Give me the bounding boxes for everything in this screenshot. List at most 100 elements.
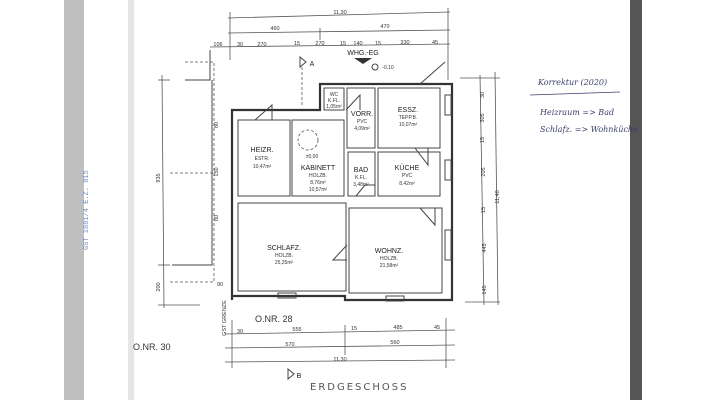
dimension-label: 560 [390, 340, 399, 346]
room-name: KÜCHE [395, 164, 420, 172]
room-area: 1,05m² [326, 104, 342, 110]
dimension-label: 485 [393, 325, 402, 331]
scan-fold-line [128, 0, 134, 400]
dimension-label: 30 [237, 329, 243, 335]
floor-title: ERDGESCHOSS [310, 382, 408, 393]
right-dimensions: 30 305 15 205 15 445 145 11,40 [460, 71, 501, 306]
note-line: Korrektur (2020) [537, 78, 607, 87]
dim-top-detail: 330 [400, 40, 409, 46]
room-floor: PVC [357, 119, 368, 125]
left-annex: 935 200 80 150 80 90 [156, 50, 223, 309]
dimension-label: 305 [480, 113, 486, 122]
level-label: ±0,00 [306, 154, 319, 160]
room-floor: K.FL. [328, 98, 340, 104]
dim-top-detail: 30 [237, 42, 243, 48]
boundary-note: GST GRENZE [222, 300, 228, 336]
dim-top-split: 470 [380, 24, 389, 30]
handwritten-notes: Korrektur (2020) Heizraum => Bad Schlafz… [529, 78, 638, 134]
room-area: 3,48m² [353, 182, 369, 188]
dimension-label: 205 [481, 167, 487, 176]
dim-top-detail: 140 [353, 41, 362, 47]
entrance-arrow-icon [354, 58, 372, 64]
note-line: Heizraum => Bad [539, 108, 614, 117]
room-name: SCHLAFZ. [267, 245, 301, 252]
dim-left: 80 [214, 122, 220, 128]
unit-label: WHG.-EG [347, 50, 379, 57]
dimension-label: 11,40 [495, 190, 501, 203]
dimension-label: 15 [351, 326, 357, 332]
room-heizr: HEIZR. ESTR. 10,47m² [251, 147, 274, 170]
room-name: ESSZ. [398, 107, 418, 114]
room-area: 8,76m² [310, 180, 326, 186]
section-a-label: A [310, 61, 315, 68]
room-kabinett: ±0,00 KABINETT HOLZB. 8,76m² 10,57m² [301, 154, 336, 193]
building-walls [230, 61, 454, 302]
dim-left: 935 [156, 173, 162, 182]
room-floor: TEPP.B. [399, 115, 418, 121]
neighbor-left-label: O.NR. 30 [133, 342, 171, 352]
dimension-label: 570 [285, 342, 294, 348]
level-marker-icon [371, 63, 379, 71]
neighbor-right-label: O.NR. 28 [255, 314, 293, 324]
parcel-note: GST 1881/4 E.Z. 815 [83, 170, 91, 250]
section-a-marker-icon [299, 55, 307, 69]
room-floor: K.FL. [355, 175, 367, 181]
room-wohnz: WOHNZ. HOLZB. 21,58m² [375, 248, 403, 269]
room-bad: BAD K.FL. 3,48m² [353, 167, 369, 188]
scan-edge-right [630, 0, 642, 400]
dim-top-split: 460 [270, 26, 279, 32]
dim-top-detail: 270 [257, 42, 266, 48]
dim-top-detail: 15 [294, 41, 300, 47]
dimension-label: 15 [481, 207, 487, 213]
level-label: -0,10 [382, 65, 394, 71]
dim-top-detail: 15 [375, 41, 381, 47]
dim-top-detail: 15 [340, 41, 346, 47]
room-wc: WC K.FL. 1,05m² [326, 92, 342, 110]
dimension-label: 145 [482, 285, 488, 294]
dim-top-total: 11,30 [333, 10, 346, 16]
room-floor: HOLZB. [380, 256, 398, 262]
section-b-marker-icon [287, 367, 295, 381]
room-name: KABINETT [301, 165, 336, 172]
room-kueche: KÜCHE PVC 8,42m² [395, 164, 420, 187]
dimension-label: 15 [480, 137, 486, 143]
room-name: BAD [354, 167, 368, 174]
room-floor: PVC [402, 173, 413, 179]
room-floor: ESTR. [255, 156, 270, 162]
room-name: WC [330, 92, 339, 98]
room-area: 4,09m² [354, 126, 370, 132]
dim-top-detail: 45 [432, 40, 438, 46]
top-dimensions: 11,30 460 470 106 30 270 15 270 15 140 1… [209, 8, 451, 80]
room-area: 25,25m² [275, 260, 294, 266]
room-floor: HOLZB. [275, 253, 293, 259]
section-b-label: B [297, 373, 302, 380]
bottom-dimensions: 30 555 15 485 45 570 560 11,30 [224, 318, 456, 368]
stair-icon [297, 129, 319, 151]
room-schlafz: SCHLAFZ. HOLZB. 25,25m² [267, 245, 301, 266]
dimension-label: 555 [292, 327, 301, 333]
dim-left: 200 [156, 282, 162, 291]
scan-edge-left [64, 0, 84, 400]
dim-left: 90 [217, 282, 223, 288]
room-name: VORR. [351, 111, 373, 118]
dim-top-detail: 270 [315, 41, 324, 47]
room-area: 10,07m² [399, 122, 418, 128]
room-name: WOHNZ. [375, 248, 403, 255]
note-line: Schlafz. => Wohnküche [540, 125, 638, 134]
dimension-label: 445 [482, 243, 488, 252]
room-area: 8,42m² [399, 181, 415, 187]
room-floor: HOLZB. [309, 173, 327, 179]
room-area: 10,57m² [309, 187, 328, 193]
dim-left: 80 [214, 215, 220, 221]
room-name: HEIZR. [251, 147, 274, 154]
room-vorr: VORR. PVC 4,09m² [351, 111, 373, 132]
dimension-label: 45 [434, 325, 440, 331]
dim-left: 150 [214, 167, 220, 176]
room-area: 21,58m² [380, 263, 399, 269]
room-area: 10,47m² [253, 164, 272, 170]
dimension-label: 11,30 [333, 357, 346, 363]
room-essz: ESSZ. TEPP.B. 10,07m² [398, 107, 418, 128]
dim-top-detail: 106 [213, 42, 222, 48]
dimension-label: 30 [480, 92, 486, 98]
